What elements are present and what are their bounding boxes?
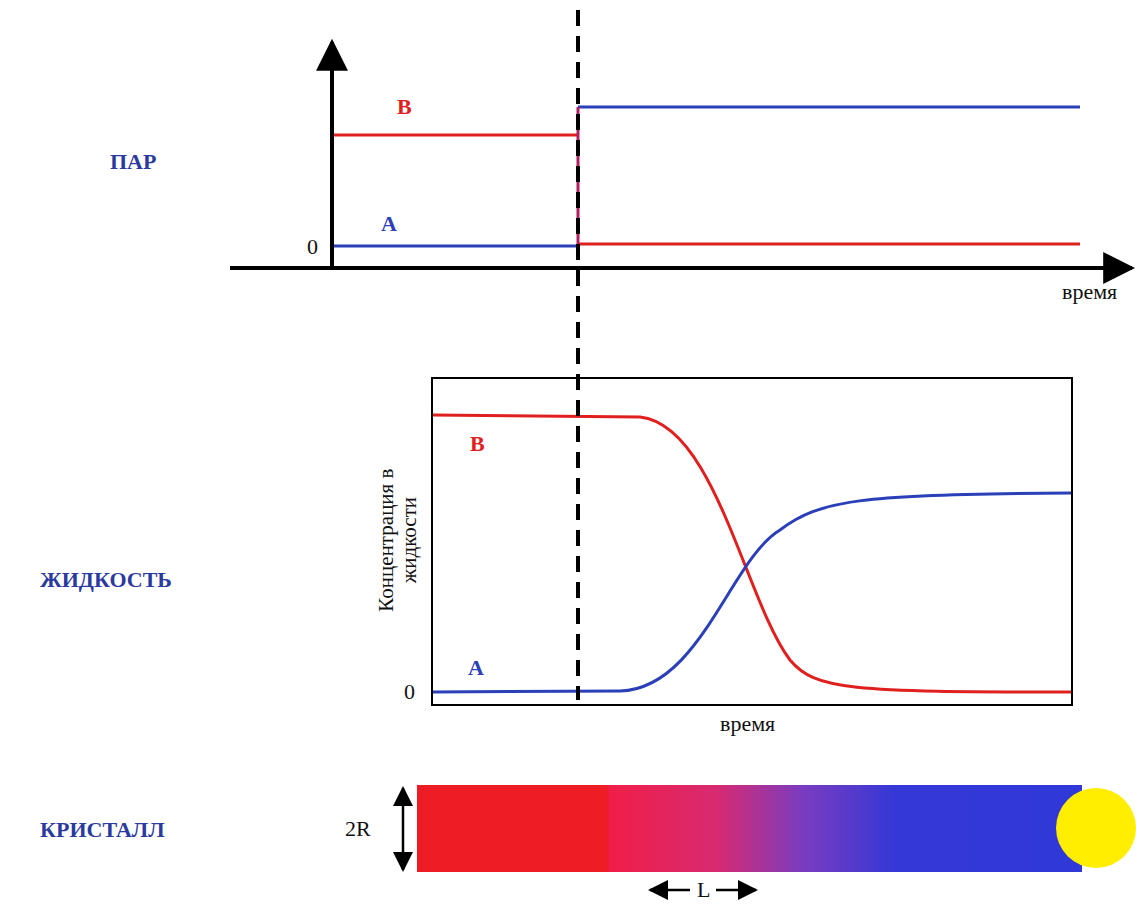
- dimension-label: 2R: [345, 817, 371, 841]
- series-label: A: [381, 212, 397, 236]
- b-line: [578, 243, 1080, 246]
- axis-label: Концентрация в жидкости: [375, 465, 421, 615]
- series-label: B: [397, 95, 412, 119]
- row-label: ЖИДКОСТЬ: [40, 568, 172, 592]
- dimension-label: L: [697, 878, 710, 902]
- a-line: [334, 245, 578, 248]
- b-line: [334, 134, 578, 137]
- length-arrow: [650, 889, 690, 892]
- crystal-bar: [417, 785, 1082, 872]
- a-line: [578, 106, 1080, 109]
- row-label: КРИСТАЛЛ: [40, 818, 165, 842]
- series-label: A: [468, 656, 484, 680]
- series-label: B: [470, 432, 485, 456]
- row-label: ПАР: [110, 150, 156, 174]
- b-curve: [433, 415, 1071, 692]
- axis-label: время: [1062, 280, 1117, 304]
- a-curve: [433, 493, 1071, 692]
- axis-label: время: [720, 712, 775, 736]
- x-axis: [230, 266, 1132, 270]
- radius-arrow: [402, 788, 405, 870]
- dashed-marker: [576, 10, 580, 700]
- axis-tick: 0: [404, 680, 415, 704]
- axis-tick: 0: [307, 235, 318, 259]
- plot-frame: [432, 378, 1072, 705]
- length-arrow: [716, 889, 756, 892]
- y-axis: [330, 42, 334, 268]
- droplet: [1056, 788, 1136, 868]
